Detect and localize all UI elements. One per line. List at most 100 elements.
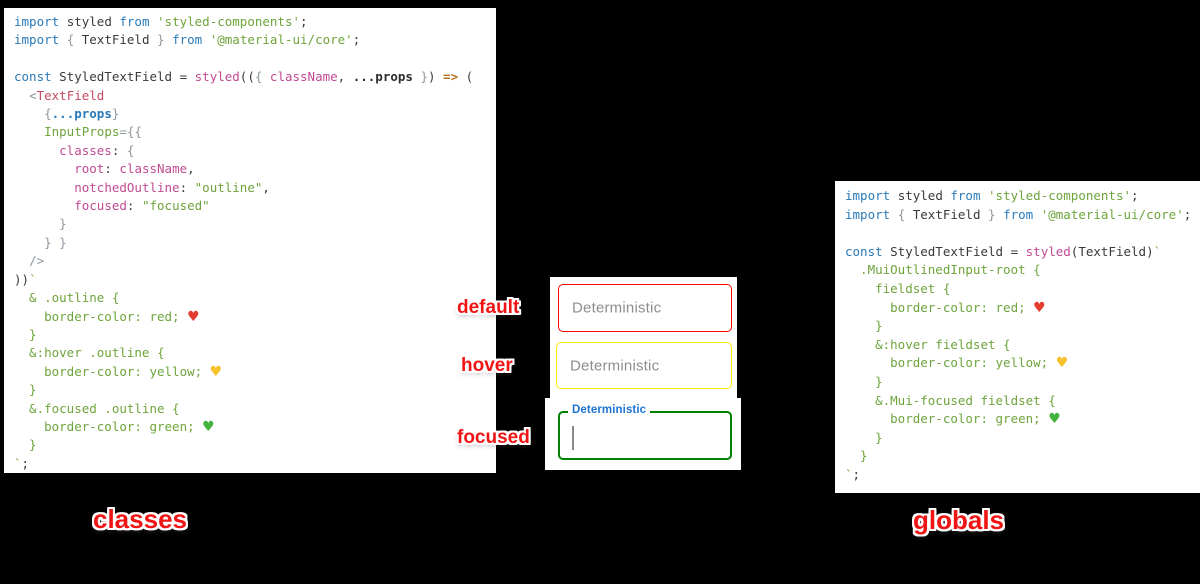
code-token: } bbox=[14, 382, 37, 398]
code-line: import styled from 'styled-components'; bbox=[845, 187, 1200, 206]
code-token: import bbox=[14, 32, 67, 48]
code-token: ; bbox=[21, 455, 30, 471]
code-line: } bbox=[845, 429, 1200, 448]
code-token: from bbox=[172, 32, 210, 48]
code-line: import { TextField } from '@material-ui/… bbox=[845, 206, 1200, 225]
code-token: styled bbox=[1025, 243, 1071, 259]
code-token: .MuiOutlinedInput-root { bbox=[845, 262, 1041, 278]
code-token: : bbox=[126, 198, 142, 214]
code-token: ` bbox=[29, 271, 37, 287]
textfield-default-state[interactable]: Deterministic bbox=[558, 284, 732, 332]
code-line: &.focused .outline { bbox=[14, 400, 496, 418]
code-token: styled bbox=[194, 69, 240, 85]
code-token: border-color: green; bbox=[14, 418, 203, 434]
code-token: { bbox=[44, 106, 52, 122]
code-token: , bbox=[187, 161, 195, 177]
code-line: border-color: red; ♥ bbox=[14, 308, 496, 326]
code-token: : bbox=[179, 179, 195, 195]
code-token bbox=[14, 124, 44, 139]
code-token: TextField bbox=[36, 87, 105, 103]
code-panel-globals: import styled from 'styled-components';i… bbox=[835, 181, 1200, 493]
code-line: } bbox=[14, 381, 496, 399]
code-line: /> bbox=[14, 252, 496, 270]
code-token: { bbox=[126, 142, 135, 158]
code-token: '@material-ui/core' bbox=[1040, 206, 1184, 222]
code-token: /> bbox=[29, 253, 45, 269]
code-token: &.focused .outline { bbox=[14, 400, 180, 416]
textfield-placeholder: Deterministic bbox=[570, 357, 660, 374]
code-token bbox=[14, 198, 74, 213]
code-token: ; bbox=[1131, 188, 1139, 203]
textfield-hover-state[interactable]: Deterministic bbox=[556, 342, 732, 389]
textfield-floating-label: Deterministic bbox=[568, 404, 651, 416]
code-token: &:hover fieldset { bbox=[845, 336, 1011, 352]
code-line: } bbox=[845, 447, 1200, 466]
code-token: ; bbox=[300, 14, 308, 29]
code-token: ...props bbox=[352, 69, 421, 85]
code-token: TextField bbox=[912, 206, 989, 222]
code-token: &:hover .outline { bbox=[14, 345, 165, 361]
code-line: & .outline { bbox=[14, 289, 496, 307]
code-token: import bbox=[845, 188, 898, 203]
code-line: notchedOutline: "outline", bbox=[14, 179, 496, 197]
annotation-default: default bbox=[457, 297, 520, 318]
code-token: } bbox=[14, 437, 37, 453]
code-token bbox=[14, 143, 59, 158]
code-token bbox=[14, 235, 44, 250]
code-token: from bbox=[1003, 206, 1041, 222]
code-line: } bbox=[845, 373, 1200, 392]
code-token: } } bbox=[44, 234, 67, 250]
code-token: : bbox=[111, 142, 127, 158]
code-token: } bbox=[59, 216, 67, 232]
code-token: } bbox=[988, 206, 1004, 222]
code-token: InputProps bbox=[44, 124, 120, 140]
code-token: ( bbox=[1070, 243, 1079, 259]
code-token: border-color: yellow; bbox=[14, 363, 210, 379]
code-token: => bbox=[443, 69, 466, 85]
code-token: } bbox=[157, 32, 173, 48]
code-line: border-color: red; ♥ bbox=[845, 299, 1200, 318]
code-token: "outline" bbox=[194, 179, 263, 195]
caption-globals: globals bbox=[913, 505, 1005, 535]
code-token: styled bbox=[66, 14, 120, 29]
textfield-focused-state[interactable]: Deterministic bbox=[558, 404, 732, 460]
code-token: = bbox=[119, 124, 127, 140]
code-line bbox=[845, 224, 1200, 243]
code-token: = bbox=[1010, 243, 1026, 259]
annotation-focused: focused bbox=[457, 427, 530, 448]
code-token: StyledTextField bbox=[59, 69, 180, 85]
code-token: className bbox=[119, 161, 188, 177]
code-line: } bbox=[845, 317, 1200, 336]
heart-icon: ♥ bbox=[202, 418, 215, 435]
code-token: & .outline { bbox=[14, 290, 120, 306]
code-token: ; bbox=[352, 32, 361, 48]
code-token: notchedOutline bbox=[74, 179, 180, 195]
code-token: ; bbox=[852, 466, 861, 482]
code-token: const bbox=[14, 69, 60, 85]
code-line: `; bbox=[845, 466, 1200, 485]
code-token: "focused" bbox=[141, 198, 210, 214]
code-token: , bbox=[337, 69, 353, 85]
code-token: 'styled-components' bbox=[157, 14, 301, 29]
code-line: &:hover .outline { bbox=[14, 344, 496, 362]
code-token: classes bbox=[59, 142, 112, 158]
code-line: import styled from 'styled-components'; bbox=[14, 13, 496, 31]
code-token: const bbox=[845, 243, 891, 259]
code-panel-classes: import styled from 'styled-components';i… bbox=[4, 8, 496, 473]
heart-icon: ♥ bbox=[187, 308, 200, 325]
heart-icon: ♥ bbox=[1033, 299, 1046, 316]
code-token: ` bbox=[14, 455, 22, 471]
code-line: {...props} bbox=[14, 105, 496, 123]
code-token: import bbox=[14, 14, 67, 29]
code-line: fieldset { bbox=[845, 280, 1200, 299]
code-token: styled bbox=[897, 188, 951, 203]
code-token: TextField bbox=[1078, 243, 1147, 259]
code-line: } bbox=[14, 215, 496, 233]
code-line bbox=[14, 50, 496, 68]
code-token: root bbox=[74, 161, 105, 177]
code-token: ( bbox=[465, 69, 474, 85]
code-token: { bbox=[66, 32, 82, 48]
code-token: 'styled-components' bbox=[988, 188, 1132, 203]
code-line: } bbox=[14, 436, 496, 454]
